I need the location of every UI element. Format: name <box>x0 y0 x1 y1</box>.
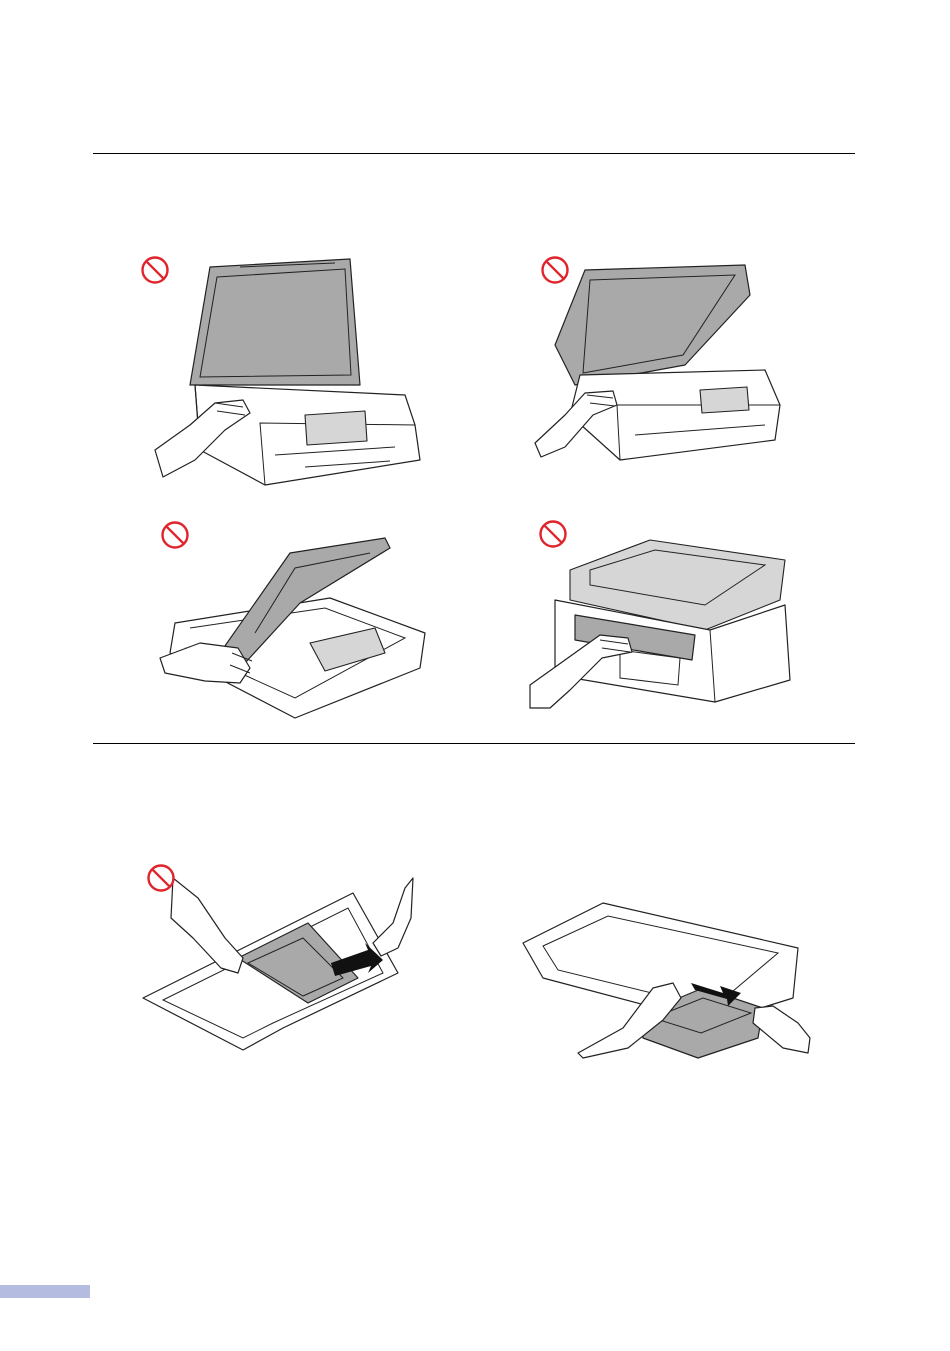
page-footer-accent-bar <box>0 1285 90 1298</box>
illustration-tray-slide-wrong <box>143 878 425 1050</box>
illustration-machine-back-hand <box>530 540 792 708</box>
section-divider-middle <box>93 743 855 744</box>
prohibited-icon <box>140 255 170 285</box>
illustration-tray-slide-correct <box>523 898 810 1058</box>
illustration-paper-tray-hand <box>160 533 430 718</box>
illustration-scanner-lid-hand-2 <box>535 265 790 465</box>
prohibited-icon <box>538 519 568 549</box>
prohibited-icon <box>540 255 570 285</box>
prohibited-icon <box>160 520 190 550</box>
section-divider-top <box>93 153 855 154</box>
illustration-scanner-lid-hand-1 <box>155 255 425 490</box>
prohibited-icon <box>146 863 176 893</box>
